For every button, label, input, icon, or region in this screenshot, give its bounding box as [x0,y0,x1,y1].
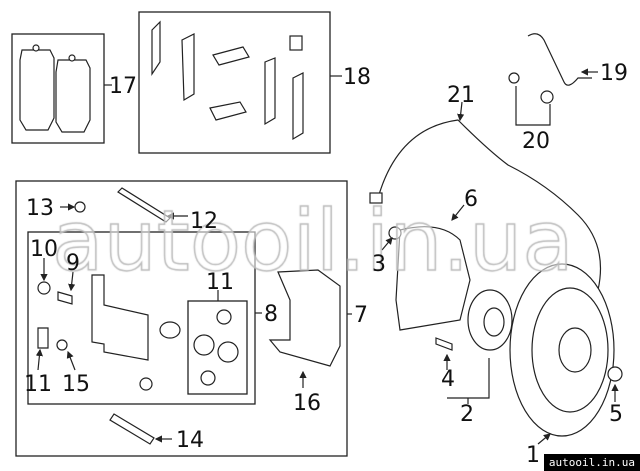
callout-9: 9 [66,251,80,276]
watermark-badge: autooil.in.ua [543,454,640,471]
callout-10: 10 [30,237,58,262]
callout-16: 16 [293,391,321,416]
callout-20: 20 [522,129,550,154]
callout-15: 15 [62,372,90,397]
callout-11-seal-kit: 11 [206,270,234,295]
callout-1: 1 [526,443,540,468]
callout-7: 7 [354,303,368,328]
callout-11-pad-clip: 11 [24,372,52,397]
callout-13: 13 [26,196,54,221]
callout-6: 6 [464,187,478,212]
callout-5: 5 [609,402,623,427]
callout-4: 4 [441,367,455,392]
callout-19: 19 [600,61,628,86]
callout-3: 3 [372,252,386,277]
callout-8: 8 [264,302,278,327]
callout-17: 17 [109,74,137,99]
callout-14: 14 [176,428,204,453]
callout-21: 21 [447,83,475,108]
callout-12: 12 [190,209,218,234]
callout-2: 2 [460,402,474,427]
callout-18: 18 [343,65,371,90]
